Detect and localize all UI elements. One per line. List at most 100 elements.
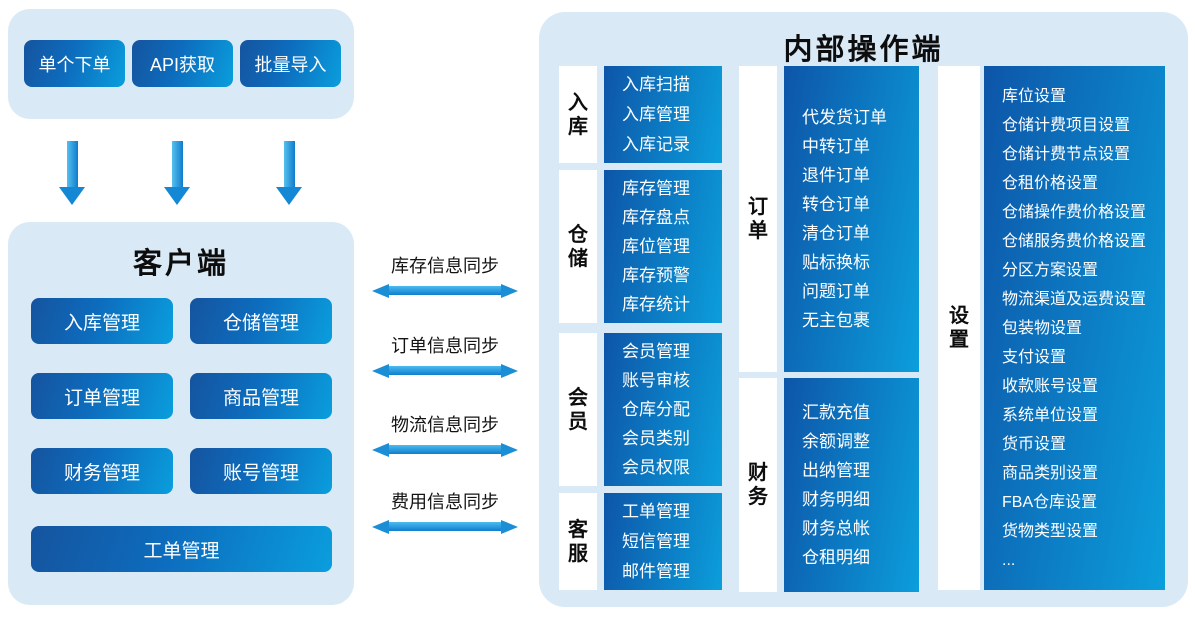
feature-item: 代发货订单 [802, 108, 887, 127]
feature-item: 库存预警 [622, 266, 690, 285]
group-warehouse: 仓储 库存管理库存盘点库位管理库存预警库存统计 [559, 170, 722, 323]
group-orders: 订单 代发货订单中转订单退件订单转仓订单清仓订单贴标换标问题订单无主包裹 [739, 66, 919, 372]
feature-item: 物流渠道及运费设置 [1002, 290, 1147, 308]
feature-item: 仓储服务费价格设置 [1002, 232, 1147, 250]
group-customer-service-label: 客服 [559, 493, 597, 590]
client-module-grid: 入库管理 仓储管理 订单管理 商品管理 财务管理 账号管理 [31, 298, 332, 494]
intake-button-row: 单个下单 API获取 批量导入 [24, 40, 341, 87]
arrow-bar [389, 522, 501, 531]
group-finance-label: 财务 [739, 378, 777, 592]
sync-row-order: 订单信息同步 [372, 332, 518, 378]
client-panel-title: 客户端 [132, 248, 229, 280]
feature-item: 收款账号设置 [1002, 377, 1099, 395]
group-orders-label: 订单 [739, 66, 777, 372]
feature-item: 货物类型设置 [1002, 522, 1099, 540]
feature-item: 包装物设置 [1002, 319, 1083, 337]
feature-item: 库存统计 [622, 295, 690, 314]
sync-label-logistics: 物流信息同步 [391, 415, 499, 435]
double-arrow-icon [372, 363, 518, 378]
feature-item: 库位管理 [622, 237, 690, 256]
feature-item: 工单管理 [622, 501, 690, 521]
feature-item: 入库记录 [622, 134, 690, 154]
internal-panel-title: 内部操作端 [783, 34, 944, 66]
feature-item: 仓租价格设置 [1002, 174, 1099, 192]
feature-item: 余额调整 [802, 432, 870, 451]
down-arrow-icon [59, 141, 85, 205]
feature-item: 货币设置 [1002, 435, 1067, 453]
arrow-bar [389, 445, 501, 454]
feature-item: 入库扫描 [622, 74, 690, 94]
feature-item: 转仓订单 [802, 195, 870, 214]
sync-row-fee: 费用信息同步 [372, 488, 518, 534]
feature-item: 出纳管理 [802, 461, 870, 480]
arrow-left-head [372, 519, 389, 534]
arrow-left-head [372, 442, 389, 457]
client-module-box: 商品管理 [190, 373, 332, 419]
feature-item: 退件订单 [802, 166, 870, 185]
group-label-text: 客服 [568, 518, 588, 565]
feature-item: 库位设置 [1002, 87, 1067, 105]
down-arrow-head [164, 187, 190, 205]
down-arrow-shaft [283, 141, 295, 187]
sync-label-fee: 费用信息同步 [391, 492, 499, 512]
sync-label-order: 订单信息同步 [391, 336, 499, 356]
arrow-left-head [372, 363, 389, 378]
feature-item: 会员管理 [622, 342, 690, 361]
group-label-text: 仓储 [568, 223, 588, 270]
group-inbound-items: 入库扫描入库管理入库记录 [604, 66, 722, 163]
feature-item: 仓租明细 [802, 548, 870, 567]
internal-panel: 内部操作端 入库 入库扫描入库管理入库记录 仓储 库存管理库存盘点库位管理库存预… [539, 12, 1188, 607]
double-arrow-icon [372, 519, 518, 534]
down-arrow-head [59, 187, 85, 205]
group-warehouse-label: 仓储 [559, 170, 597, 323]
group-warehouse-items: 库存管理库存盘点库位管理库存预警库存统计 [604, 170, 722, 323]
feature-item: 无主包裹 [802, 311, 870, 330]
feature-item: 财务总帐 [802, 519, 870, 538]
down-arrow-shaft [66, 141, 78, 187]
group-member-items: 会员管理账号审核仓库分配会员类别会员权限 [604, 333, 722, 486]
group-finance: 财务 汇款充值余额调整出纳管理财务明细财务总帐仓租明细 [739, 378, 919, 592]
feature-item: 账号审核 [622, 371, 690, 390]
group-settings-label: 设置 [938, 66, 980, 590]
work-order-box: 工单管理 [31, 526, 332, 572]
feature-item: 仓储计费项目设置 [1002, 116, 1131, 134]
double-arrow-icon [372, 283, 518, 298]
group-settings: 设置 库位设置仓储计费项目设置仓储计费节点设置仓租价格设置仓储操作费价格设置仓储… [938, 66, 1165, 590]
group-inbound-label: 入库 [559, 66, 597, 163]
arrow-right-head [501, 363, 518, 378]
group-customer-service: 客服 工单管理短信管理邮件管理 [559, 493, 722, 590]
feature-item: ... [1002, 551, 1016, 569]
client-module-box: 仓储管理 [190, 298, 332, 344]
feature-item: 仓储操作费价格设置 [1002, 203, 1147, 221]
feature-item: 会员类别 [622, 429, 690, 448]
feature-item: 清仓订单 [802, 224, 870, 243]
group-label-text: 入库 [568, 91, 588, 138]
feature-item: 短信管理 [622, 531, 690, 551]
client-module-box: 账号管理 [190, 448, 332, 494]
arrow-left-head [372, 283, 389, 298]
feature-item: 仓库分配 [622, 400, 690, 419]
sync-row-logistics: 物流信息同步 [372, 411, 518, 457]
group-member-label: 会员 [559, 333, 597, 486]
group-settings-items: 库位设置仓储计费项目设置仓储计费节点设置仓租价格设置仓储操作费价格设置仓储服务费… [984, 66, 1165, 590]
intake-method-box: 批量导入 [240, 40, 341, 87]
feature-item: 系统单位设置 [1002, 406, 1099, 424]
group-orders-items: 代发货订单中转订单退件订单转仓订单清仓订单贴标换标问题订单无主包裹 [784, 66, 919, 372]
feature-item: 仓储计费节点设置 [1002, 145, 1131, 163]
group-label-text: 订单 [748, 196, 768, 242]
client-module-box: 订单管理 [31, 373, 173, 419]
intake-method-box: API获取 [132, 40, 233, 87]
feature-item: 问题订单 [802, 282, 870, 301]
arrow-right-head [501, 519, 518, 534]
sync-row-inventory: 库存信息同步 [372, 252, 518, 298]
feature-item: 分区方案设置 [1002, 261, 1099, 279]
group-inbound: 入库 入库扫描入库管理入库记录 [559, 66, 722, 163]
down-arrow-icon [164, 141, 190, 205]
group-finance-items: 汇款充值余额调整出纳管理财务明细财务总帐仓租明细 [784, 378, 919, 592]
down-arrow-icon [276, 141, 302, 205]
feature-item: 中转订单 [802, 137, 870, 156]
feature-item: 库存管理 [622, 179, 690, 198]
sync-label-inventory: 库存信息同步 [391, 256, 499, 276]
client-module-box: 财务管理 [31, 448, 173, 494]
